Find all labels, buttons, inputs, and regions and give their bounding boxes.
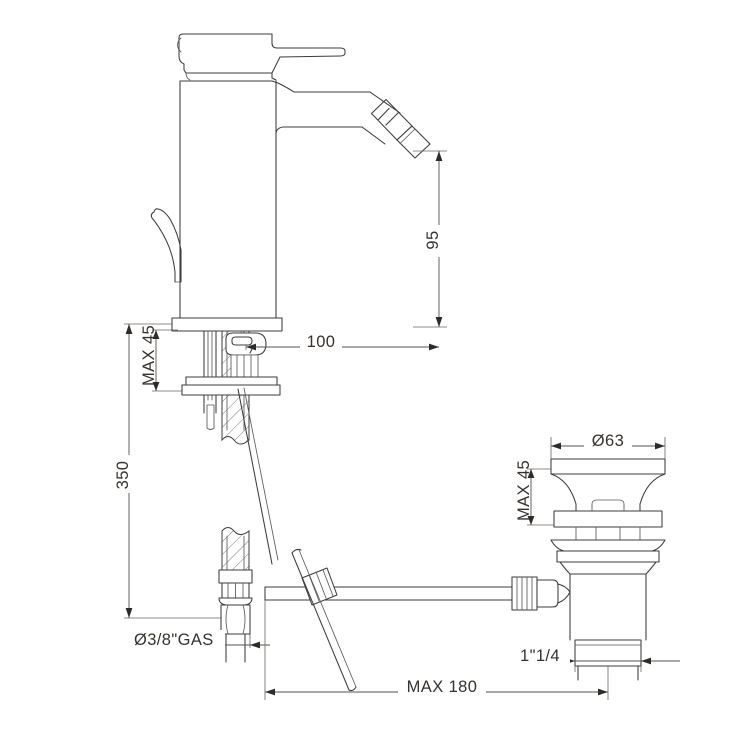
dimension-label-spout-reach: 100 bbox=[307, 333, 336, 351]
mixer-body bbox=[179, 80, 401, 319]
dimension-label-spout-height: 95 bbox=[424, 230, 442, 249]
dimension-waste-deck-thickness: MAX 45 bbox=[515, 460, 554, 526]
mixer-tap-assembly bbox=[150, 33, 431, 663]
knurled-nut-inlet bbox=[511, 576, 571, 611]
pop-up-waste-assembly bbox=[511, 458, 666, 681]
lever-handle bbox=[177, 33, 346, 81]
dimension-spout-height: 95 bbox=[413, 150, 449, 328]
dimension-outlet-thread: 1"1/4 bbox=[518, 645, 680, 672]
lift-rod bbox=[150, 208, 182, 283]
dimension-label-supply-thread: Ø3/8"GAS bbox=[134, 631, 214, 649]
dimension-label-rod-span: MAX 180 bbox=[407, 678, 478, 696]
dimension-label-outlet-thread: 1"1/4 bbox=[520, 647, 560, 665]
dimension-label-hose-length: 350 bbox=[114, 461, 132, 490]
dimension-rod-span: MAX 180 bbox=[264, 600, 609, 700]
deck-escutcheon bbox=[171, 317, 283, 332]
supply-hose bbox=[218, 527, 253, 663]
dimension-hose-length: 350 bbox=[114, 323, 222, 619]
swivel-aerator bbox=[370, 98, 431, 159]
dimension-deck-thickness: MAX 45 bbox=[140, 325, 182, 392]
dimension-label-flange-diameter: Ø63 bbox=[592, 432, 624, 450]
dimension-label-deck-thickness: MAX 45 bbox=[140, 325, 158, 386]
dimension-spout-reach: 100 bbox=[245, 331, 439, 351]
dimension-flange-diameter: Ø63 bbox=[550, 430, 666, 459]
dimension-supply-thread: Ø3/8"GAS bbox=[133, 630, 270, 650]
dimension-label-waste-deck-thickness: MAX 45 bbox=[515, 460, 533, 521]
horizontal-pull-rod-assembly bbox=[264, 548, 546, 692]
